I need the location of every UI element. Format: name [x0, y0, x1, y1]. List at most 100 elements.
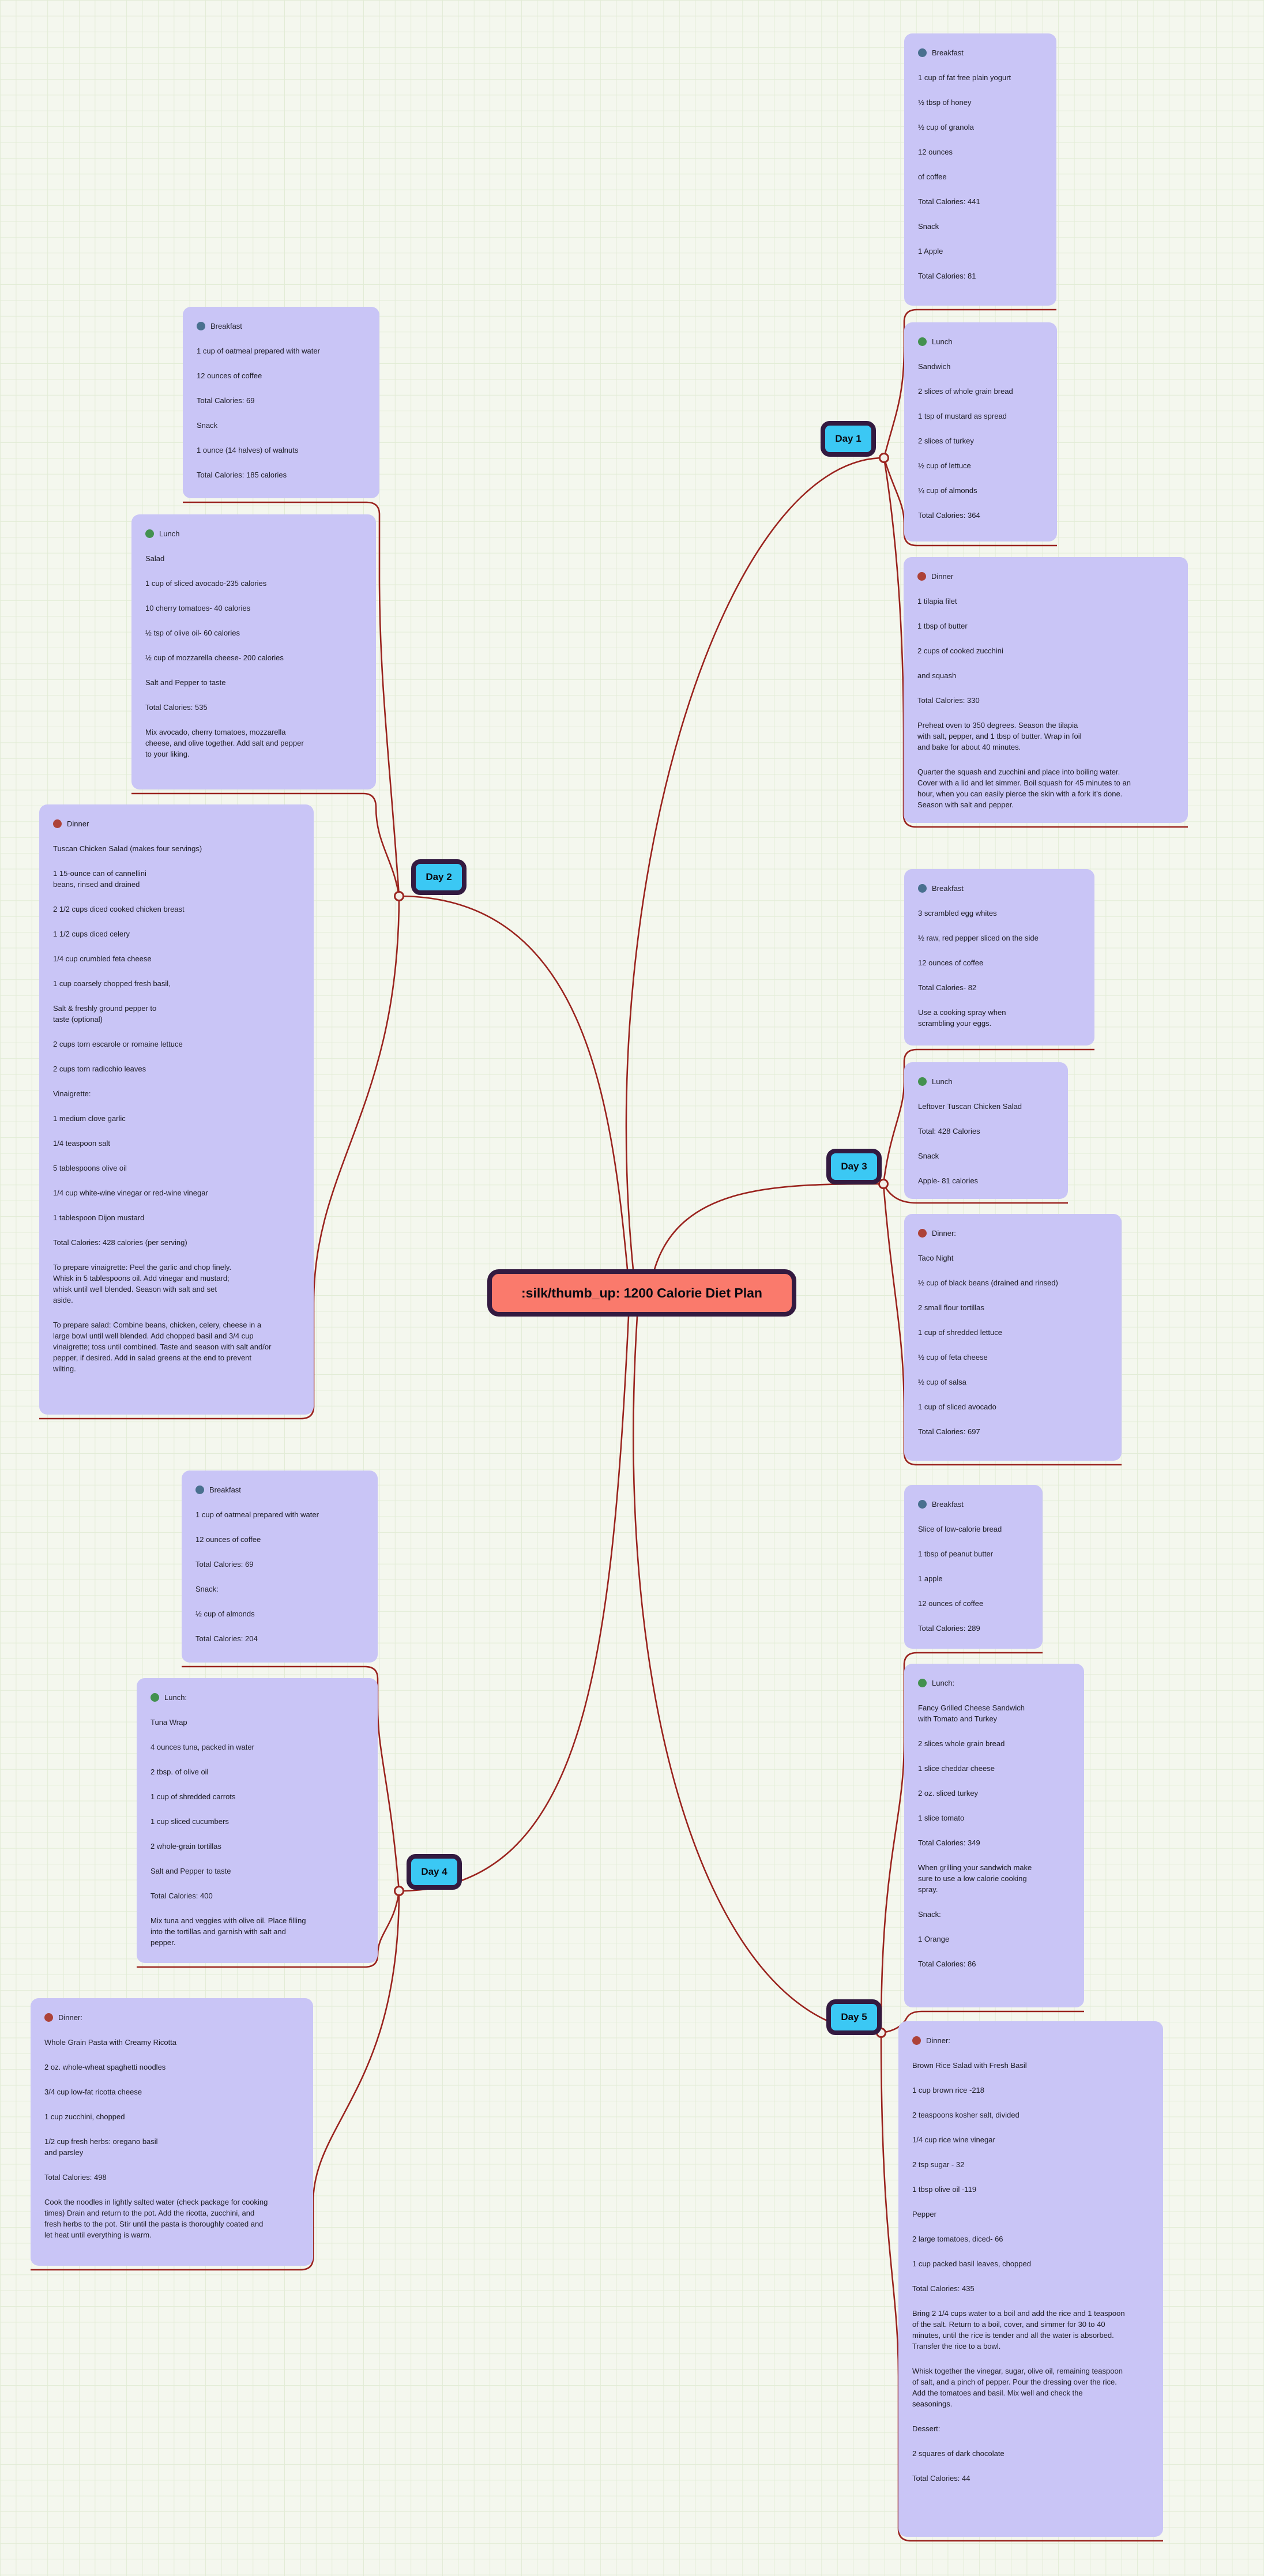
topic-line: and squash: [917, 671, 957, 680]
branch-day3: [653, 1183, 884, 1270]
topic-line: 1 cup zucchini, chopped: [44, 2112, 125, 2121]
lunch-dot-icon: [918, 1679, 927, 1687]
topic-line: Leftover Tuscan Chicken Salad: [918, 1102, 1022, 1111]
topic-heading: Dinner: [53, 818, 300, 829]
topic-line: 2 large tomatoes, diced- 66: [912, 2235, 1003, 2243]
topic-line: Total Calories: 289: [918, 1624, 980, 1633]
topic-line: 12 ounces of coffee: [918, 1599, 984, 1608]
topic-line: 12 ounces of coffee: [918, 958, 984, 967]
topic-line: Taco Night: [918, 1254, 954, 1262]
node-day2-breakfast[interactable]: Breakfast 1 cup of oatmeal prepared with…: [183, 307, 379, 498]
topic-line: 1 ounce (14 halves) of walnuts: [197, 446, 299, 454]
day-label-3[interactable]: Day 3: [826, 1149, 882, 1184]
central-topic[interactable]: :silk/thumb_up: 1200 Calorie Diet Plan: [487, 1269, 796, 1317]
topic-line: 1/4 cup rice wine vinegar: [912, 2135, 995, 2144]
topic-line: Total Calories: 81: [918, 272, 976, 280]
topic-heading-label: Lunch:: [932, 1679, 955, 1687]
day-label-2[interactable]: Day 2: [411, 859, 467, 895]
topic-line: Salt and Pepper to taste: [145, 678, 226, 687]
lunch-dot-icon: [918, 337, 927, 346]
node-day4-lunch[interactable]: Lunch: Tuna Wrap 4 ounces tuna, packed in…: [137, 1678, 378, 1963]
junction-day3: [878, 1179, 889, 1189]
topic-lines: Tuscan Chicken Salad (makes four serving…: [53, 843, 300, 1374]
topic-line: When grilling your sandwich make sure to…: [918, 1863, 1032, 1894]
topic-heading-label: Breakfast: [932, 48, 964, 57]
topic-line: 2 1/2 cups diced cooked chicken breast: [53, 905, 185, 913]
day-label-4[interactable]: Day 4: [407, 1854, 462, 1890]
branch-day4-breakfast: [182, 1665, 400, 1891]
topic-line: 1/4 teaspoon salt: [53, 1139, 111, 1148]
topic-line: ½ cup of salsa: [918, 1378, 966, 1386]
topic-line: To prepare vinaigrette: Peel the garlic …: [53, 1263, 232, 1304]
topic-line: Total Calories: 435: [912, 2284, 975, 2293]
topic-heading: Lunch:: [151, 1692, 364, 1703]
node-day4-dinner[interactable]: Dinner: Whole Grain Pasta with Creamy Ri…: [31, 1998, 313, 2266]
junction-day1: [879, 453, 889, 463]
day-label-1[interactable]: Day 1: [821, 421, 876, 457]
branch-day1: [625, 457, 885, 1270]
topic-line: 1 cup sliced cucumbers: [151, 1817, 229, 1826]
topic-heading: Breakfast: [918, 883, 1081, 894]
topic-line: 1 apple: [918, 1574, 943, 1583]
topic-line: Tuna Wrap: [151, 1718, 187, 1727]
topic-line: ½ cup of feta cheese: [918, 1353, 988, 1362]
topic-line: 2 oz. sliced turkey: [918, 1789, 979, 1797]
topic-line: To prepare salad: Combine beans, chicken…: [53, 1321, 272, 1373]
node-day5-dinner[interactable]: Dinner: Brown Rice Salad with Fresh Basi…: [898, 2021, 1163, 2537]
topic-line: 1 cup of shredded carrots: [151, 1792, 236, 1801]
branch-day5: [633, 1316, 882, 2034]
topic-line: 2 cups torn escarole or romaine lettuce: [53, 1040, 183, 1048]
topic-heading-label: Dinner:: [932, 1229, 956, 1238]
central-topic-label: :silk/thumb_up: 1200 Calorie Diet Plan: [521, 1285, 762, 1300]
day-label-5[interactable]: Day 5: [826, 1999, 882, 2035]
topic-line: 2 tsp sugar - 32: [912, 2160, 965, 2169]
topic-line: Total Calories: 535: [145, 703, 208, 712]
topic-heading: Dinner:: [44, 2012, 299, 2023]
topic-line: 1 tbsp of peanut butter: [918, 1550, 994, 1558]
topic-heading-label: Dinner: [931, 572, 954, 581]
topic-line: 1 cup of oatmeal prepared with water: [195, 1510, 319, 1519]
topic-heading: Breakfast: [918, 47, 1043, 58]
topic-heading: Breakfast: [197, 321, 366, 332]
topic-line: 1 cup of shredded lettuce: [918, 1328, 1002, 1337]
topic-line: Cook the noodles in lightly salted water…: [44, 2198, 268, 2239]
topic-line: ½ cup of mozzarella cheese- 200 calories: [145, 653, 284, 662]
topic-line: 1 Orange: [918, 1935, 950, 1943]
topic-line: Slice of low-calorie bread: [918, 1525, 1002, 1533]
topic-line: 4 ounces tuna, packed in water: [151, 1743, 254, 1751]
topic-line: Mix tuna and veggies with olive oil. Pla…: [151, 1916, 306, 1947]
topic-line: 1 cup of oatmeal prepared with water: [197, 347, 320, 355]
topic-line: 1 cup coarsely chopped fresh basil,: [53, 979, 171, 988]
topic-line: Snack:: [918, 1910, 941, 1919]
dinner-dot-icon: [912, 2036, 921, 2045]
day-label-text: Day 2: [426, 871, 452, 882]
day-label-text: Day 5: [841, 2011, 867, 2022]
breakfast-dot-icon: [918, 1500, 927, 1509]
node-day2-dinner[interactable]: Dinner Tuscan Chicken Salad (makes four …: [39, 804, 314, 1415]
node-day5-lunch[interactable]: Lunch: Fancy Grilled Cheese Sandwich wit…: [904, 1664, 1084, 2007]
topic-line: ½ cup of almonds: [195, 1609, 255, 1618]
topic-line: Total Calories: 441: [918, 197, 980, 206]
topic-line: Snack: [918, 222, 939, 231]
topic-heading-label: Lunch: [932, 1077, 953, 1086]
topic-line: Apple- 81 calories: [918, 1176, 979, 1185]
topic-line: Snack: [197, 421, 218, 430]
breakfast-dot-icon: [195, 1486, 204, 1494]
branch-day5-breakfast: [880, 1652, 1043, 2033]
node-day1-breakfast[interactable]: Breakfast 1 cup of fat free plain yogurt…: [904, 33, 1056, 306]
topic-line: 1 cup packed basil leaves, chopped: [912, 2259, 1031, 2268]
node-day4-breakfast[interactable]: Breakfast 1 cup of oatmeal prepared with…: [182, 1471, 378, 1663]
topic-line: 1/4 cup crumbled feta cheese: [53, 954, 152, 963]
topic-heading: Lunch:: [918, 1678, 1070, 1688]
